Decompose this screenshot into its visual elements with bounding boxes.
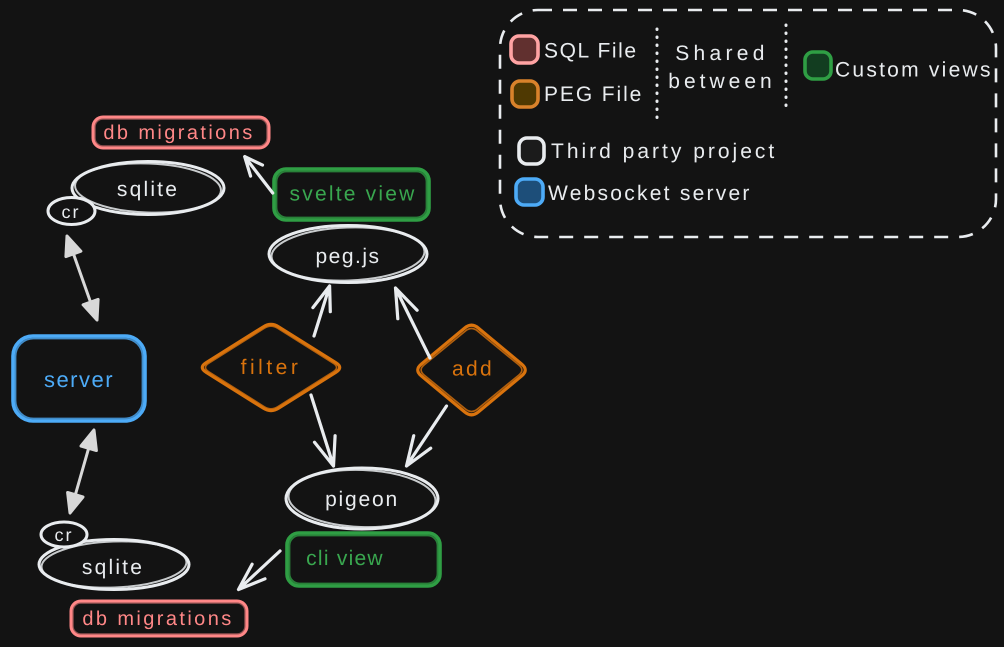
svg-text:between: between [668, 70, 775, 93]
svg-text:PEG File: PEG File [544, 83, 643, 106]
svg-text:server: server [44, 367, 114, 392]
svg-text:cli view: cli view [306, 547, 384, 570]
svg-text:SQL File: SQL File [544, 40, 638, 63]
svg-text:filter: filter [241, 356, 302, 379]
svg-text:svelte view: svelte view [290, 183, 417, 206]
svg-text:Shared: Shared [675, 42, 769, 65]
svg-text:cr: cr [55, 525, 74, 545]
svg-text:sqlite: sqlite [117, 178, 179, 201]
svg-text:Websocket server: Websocket server [548, 182, 752, 205]
svg-text:db migrations: db migrations [82, 608, 233, 630]
svg-text:db migrations: db migrations [103, 122, 254, 144]
svg-text:cr: cr [62, 202, 81, 222]
svg-text:add: add [452, 358, 494, 381]
svg-text:sqlite: sqlite [82, 556, 144, 579]
svg-text:pigeon: pigeon [325, 488, 399, 511]
svg-text:peg.js: peg.js [315, 245, 380, 268]
svg-text:Custom views: Custom views [835, 59, 993, 82]
svg-text:Third party project: Third party project [551, 140, 777, 163]
